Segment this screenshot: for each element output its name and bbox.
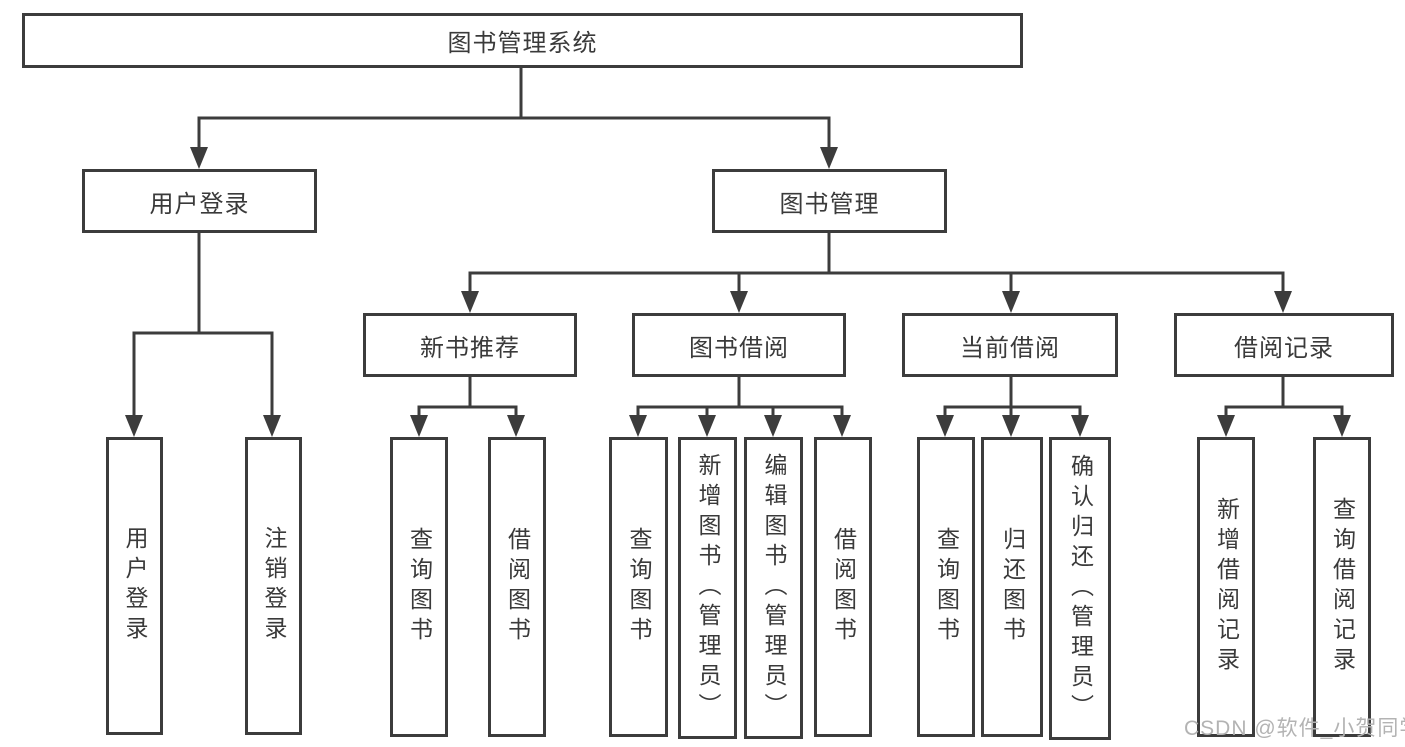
leaf-confirm-return-admin: 确认归还（管理员） [1049,437,1111,740]
leaf-confirm-return-admin-label: 确认归还（管理员） [1067,453,1094,724]
node-current-borrow: 当前借阅 [902,313,1118,377]
leaf-logout-label: 注销登录 [261,526,287,646]
leaf-add-book-admin-label: 新增图书（管理员） [695,453,721,723]
node-book-management-label: 图书管理 [779,190,880,218]
leaf-user-login-label: 用户登录 [122,526,148,646]
leaf-query-books-current: 查询图书 [917,437,975,737]
leaf-add-borrow-record: 新增借阅记录 [1197,437,1255,737]
connector-book-borrow-split [636,405,844,418]
node-new-book-recommend: 新书推荐 [363,313,577,377]
node-library-management-system: 图书管理系统 [22,13,1023,68]
node-book-management: 图书管理 [712,169,947,233]
leaf-return-books: 归还图书 [981,437,1043,737]
node-user-login: 用户登录 [82,169,317,233]
connector-root-split [197,116,831,150]
connector-book-mgmt-split [468,271,1285,295]
node-library-management-system-label: 图书管理系统 [447,30,598,57]
node-book-borrow-label: 图书借阅 [689,334,789,362]
node-borrow-records-label: 借阅记录 [1234,334,1334,362]
leaf-add-borrow-record-label: 新增借阅记录 [1213,497,1240,677]
leaf-query-borrow-record-label: 查询借阅记录 [1329,497,1356,677]
node-new-book-recommend-label: 新书推荐 [420,334,520,362]
node-borrow-records: 借阅记录 [1174,313,1394,377]
leaf-query-books-recommend-label: 查询图书 [406,527,433,647]
leaf-borrow-books-recommend: 借阅图书 [488,437,546,737]
node-current-borrow-label: 当前借阅 [960,334,1060,362]
arrowheads [125,147,1351,437]
leaf-edit-book-admin: 编辑图书（管理员） [744,437,803,739]
connector-new-book-split [417,405,518,418]
leaf-edit-book-admin-label: 编辑图书（管理员） [761,453,787,723]
connector-user-login-split [132,331,274,418]
leaf-user-login: 用户登录 [106,437,163,735]
leaf-query-borrow-record: 查询借阅记录 [1313,437,1371,737]
leaf-borrow-books-label: 借阅图书 [830,527,857,647]
leaf-query-books-borrow-label: 查询图书 [626,527,652,647]
leaf-query-books-borrow: 查询图书 [609,437,668,737]
leaf-borrow-books: 借阅图书 [814,437,872,737]
leaf-query-books-current-label: 查询图书 [933,527,960,647]
leaf-borrow-books-recommend-label: 借阅图书 [504,527,531,647]
leaf-logout: 注销登录 [245,437,302,735]
leaf-add-book-admin: 新增图书（管理员） [678,437,737,739]
leaf-return-books-label: 归还图书 [999,527,1026,647]
watermark: CSDN @软件_小贺同学 [1184,717,1405,740]
leaf-query-books-recommend: 查询图书 [390,437,448,737]
node-book-borrow: 图书借阅 [632,313,846,377]
connector-borrow-records-split [1224,405,1344,418]
node-user-login-label: 用户登录 [149,190,250,218]
